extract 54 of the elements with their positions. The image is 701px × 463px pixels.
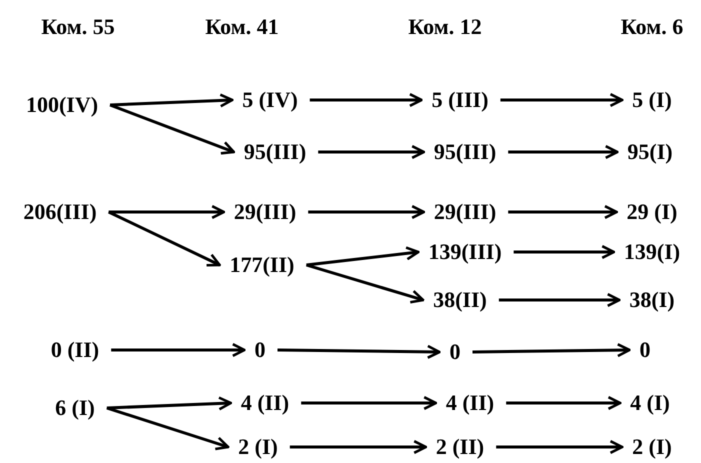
value-label: 2 (II): [436, 434, 484, 460]
arrow: [108, 204, 226, 220]
value-label: 29 (I): [626, 200, 678, 224]
arrow: [500, 92, 624, 108]
value-label: 0: [254, 338, 266, 362]
value-label: 139(I): [624, 240, 680, 264]
value-label: 6 (I): [55, 396, 95, 420]
column-header: Ком. 6: [620, 14, 684, 40]
arrow: [508, 204, 618, 220]
value-label: 4 (I): [630, 390, 670, 416]
arrow: [301, 396, 438, 410]
value-label: 0: [640, 338, 650, 362]
value-label: 29(III): [434, 200, 496, 224]
value-label: 4 (II): [240, 390, 290, 416]
arrow: [306, 264, 424, 304]
arrow: [506, 396, 622, 410]
arrow: [111, 342, 246, 358]
value-label: 2 (I): [238, 434, 278, 460]
value-label: 29(III): [234, 200, 296, 224]
arrow: [306, 246, 420, 266]
arrow: [106, 406, 230, 450]
column-header: Ком. 55: [41, 14, 115, 40]
arrow: [310, 92, 423, 108]
arrow: [106, 396, 232, 411]
value-label: 38(II): [433, 288, 487, 312]
arrow: [108, 210, 221, 267]
arrow: [472, 343, 631, 358]
value-label: 4 (II): [446, 390, 494, 416]
value-label: 100(IV): [26, 92, 98, 118]
column-header: Ком. 41: [205, 14, 279, 40]
value-label: 95(I): [627, 140, 673, 164]
value-label: 5 (III): [432, 88, 488, 112]
value-label: 206(III): [23, 200, 97, 224]
value-label: 139(III): [428, 240, 502, 264]
value-label: 95(III): [244, 140, 306, 164]
arrow: [110, 93, 234, 108]
value-label: 0 (II): [50, 338, 100, 362]
arrow: [318, 144, 426, 160]
value-label: 2 (I): [632, 434, 672, 460]
arrow: [290, 440, 428, 454]
arrow: [514, 244, 616, 260]
value-label: 95(III): [434, 140, 496, 164]
value-label: 5 (IV): [242, 88, 298, 112]
value-label: 177(II): [230, 252, 294, 278]
arrow: [277, 344, 441, 359]
arrow: [508, 144, 619, 160]
value-label: 38(I): [629, 288, 675, 312]
arrow: [308, 204, 426, 220]
value-label: 0: [450, 340, 460, 364]
arrow: [498, 292, 621, 308]
arrow: [496, 440, 624, 454]
column-header: Ком. 12: [408, 14, 482, 40]
arrow: [110, 104, 236, 155]
value-label: 5 (I): [632, 88, 672, 112]
